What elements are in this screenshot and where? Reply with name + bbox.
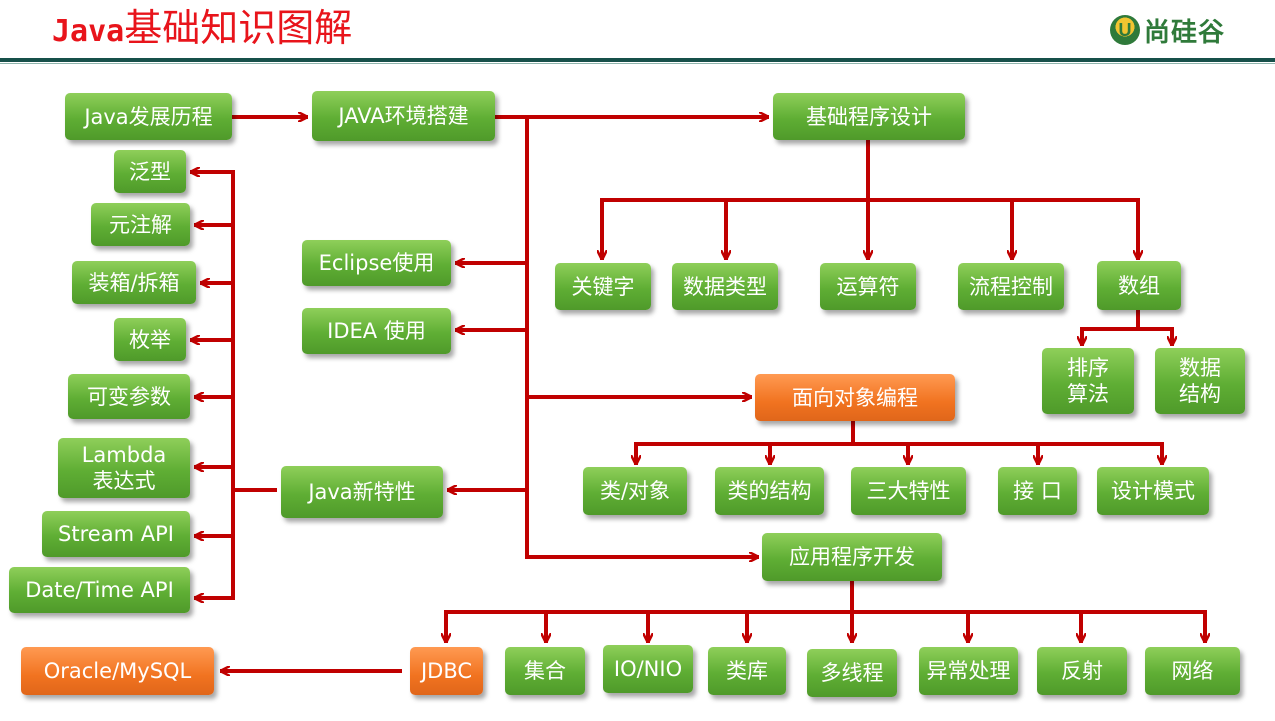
node-sort-algorithms: 排序 算法 <box>1042 348 1134 414</box>
node-annotations: 元注解 <box>91 203 190 246</box>
node-jdbc: JDBC <box>410 647 483 695</box>
node-lambda: Lambda 表达式 <box>58 438 190 498</box>
node-java-new-features: Java新特性 <box>281 466 443 518</box>
header-rule-light <box>0 63 1275 64</box>
node-datetime-api: Date/Time API <box>9 567 190 613</box>
node-arrays: 数组 <box>1097 261 1181 310</box>
node-sort-line1: 排序 <box>1067 356 1109 380</box>
title-chinese: 基础知识图解 <box>124 6 353 50</box>
node-lambda-line1: Lambda <box>81 443 167 467</box>
node-three-features: 三大特性 <box>851 467 966 515</box>
node-data-structures: 数据 结构 <box>1155 348 1245 414</box>
node-app-development: 应用程序开发 <box>762 533 942 581</box>
node-libraries: 类库 <box>708 647 786 695</box>
node-class-object: 类/对象 <box>583 467 687 515</box>
node-flow-control: 流程控制 <box>958 263 1064 310</box>
node-boxing: 装箱/拆箱 <box>72 261 196 304</box>
node-multithreading: 多线程 <box>807 649 897 697</box>
node-collections: 集合 <box>505 647 585 695</box>
logo-text: 尚硅谷 <box>1144 17 1226 48</box>
page-title: Java基础知识图解 <box>52 2 352 54</box>
node-design-patterns: 设计模式 <box>1097 467 1209 515</box>
node-sort-line2: 算法 <box>1067 382 1109 406</box>
brand-logo: U 尚硅谷 <box>1110 10 1225 50</box>
node-reflection: 反射 <box>1037 647 1127 695</box>
node-io-nio: IO/NIO <box>603 645 693 693</box>
node-stream-api: Stream API <box>42 511 190 557</box>
node-java-history: Java发展历程 <box>65 93 232 140</box>
header-rule <box>0 58 1275 62</box>
node-eclipse: Eclipse使用 <box>302 240 451 286</box>
node-interface: 接 口 <box>998 467 1077 515</box>
node-varargs: 可变参数 <box>68 374 190 419</box>
node-oracle-mysql: Oracle/MySQL <box>21 647 214 695</box>
node-oop: 面向对象编程 <box>755 374 955 421</box>
node-operators: 运算符 <box>820 263 916 310</box>
node-lambda-line2: 表达式 <box>92 469 156 493</box>
node-java-env: JAVA环境搭建 <box>312 91 495 141</box>
node-network: 网络 <box>1145 647 1240 695</box>
node-exceptions: 异常处理 <box>919 647 1018 695</box>
node-keywords: 关键字 <box>555 263 651 310</box>
node-idea: IDEA 使用 <box>302 308 451 354</box>
node-generics: 泛型 <box>114 150 186 193</box>
node-enums: 枚举 <box>114 318 186 361</box>
title-latin: Java <box>52 14 125 49</box>
node-basic-programming: 基础程序设计 <box>773 93 965 140</box>
logo-mark-icon: U <box>1110 15 1140 45</box>
node-ds-line2: 结构 <box>1179 382 1221 406</box>
node-data-types: 数据类型 <box>672 263 778 310</box>
node-class-structure: 类的结构 <box>715 467 824 515</box>
node-ds-line1: 数据 <box>1179 356 1221 380</box>
